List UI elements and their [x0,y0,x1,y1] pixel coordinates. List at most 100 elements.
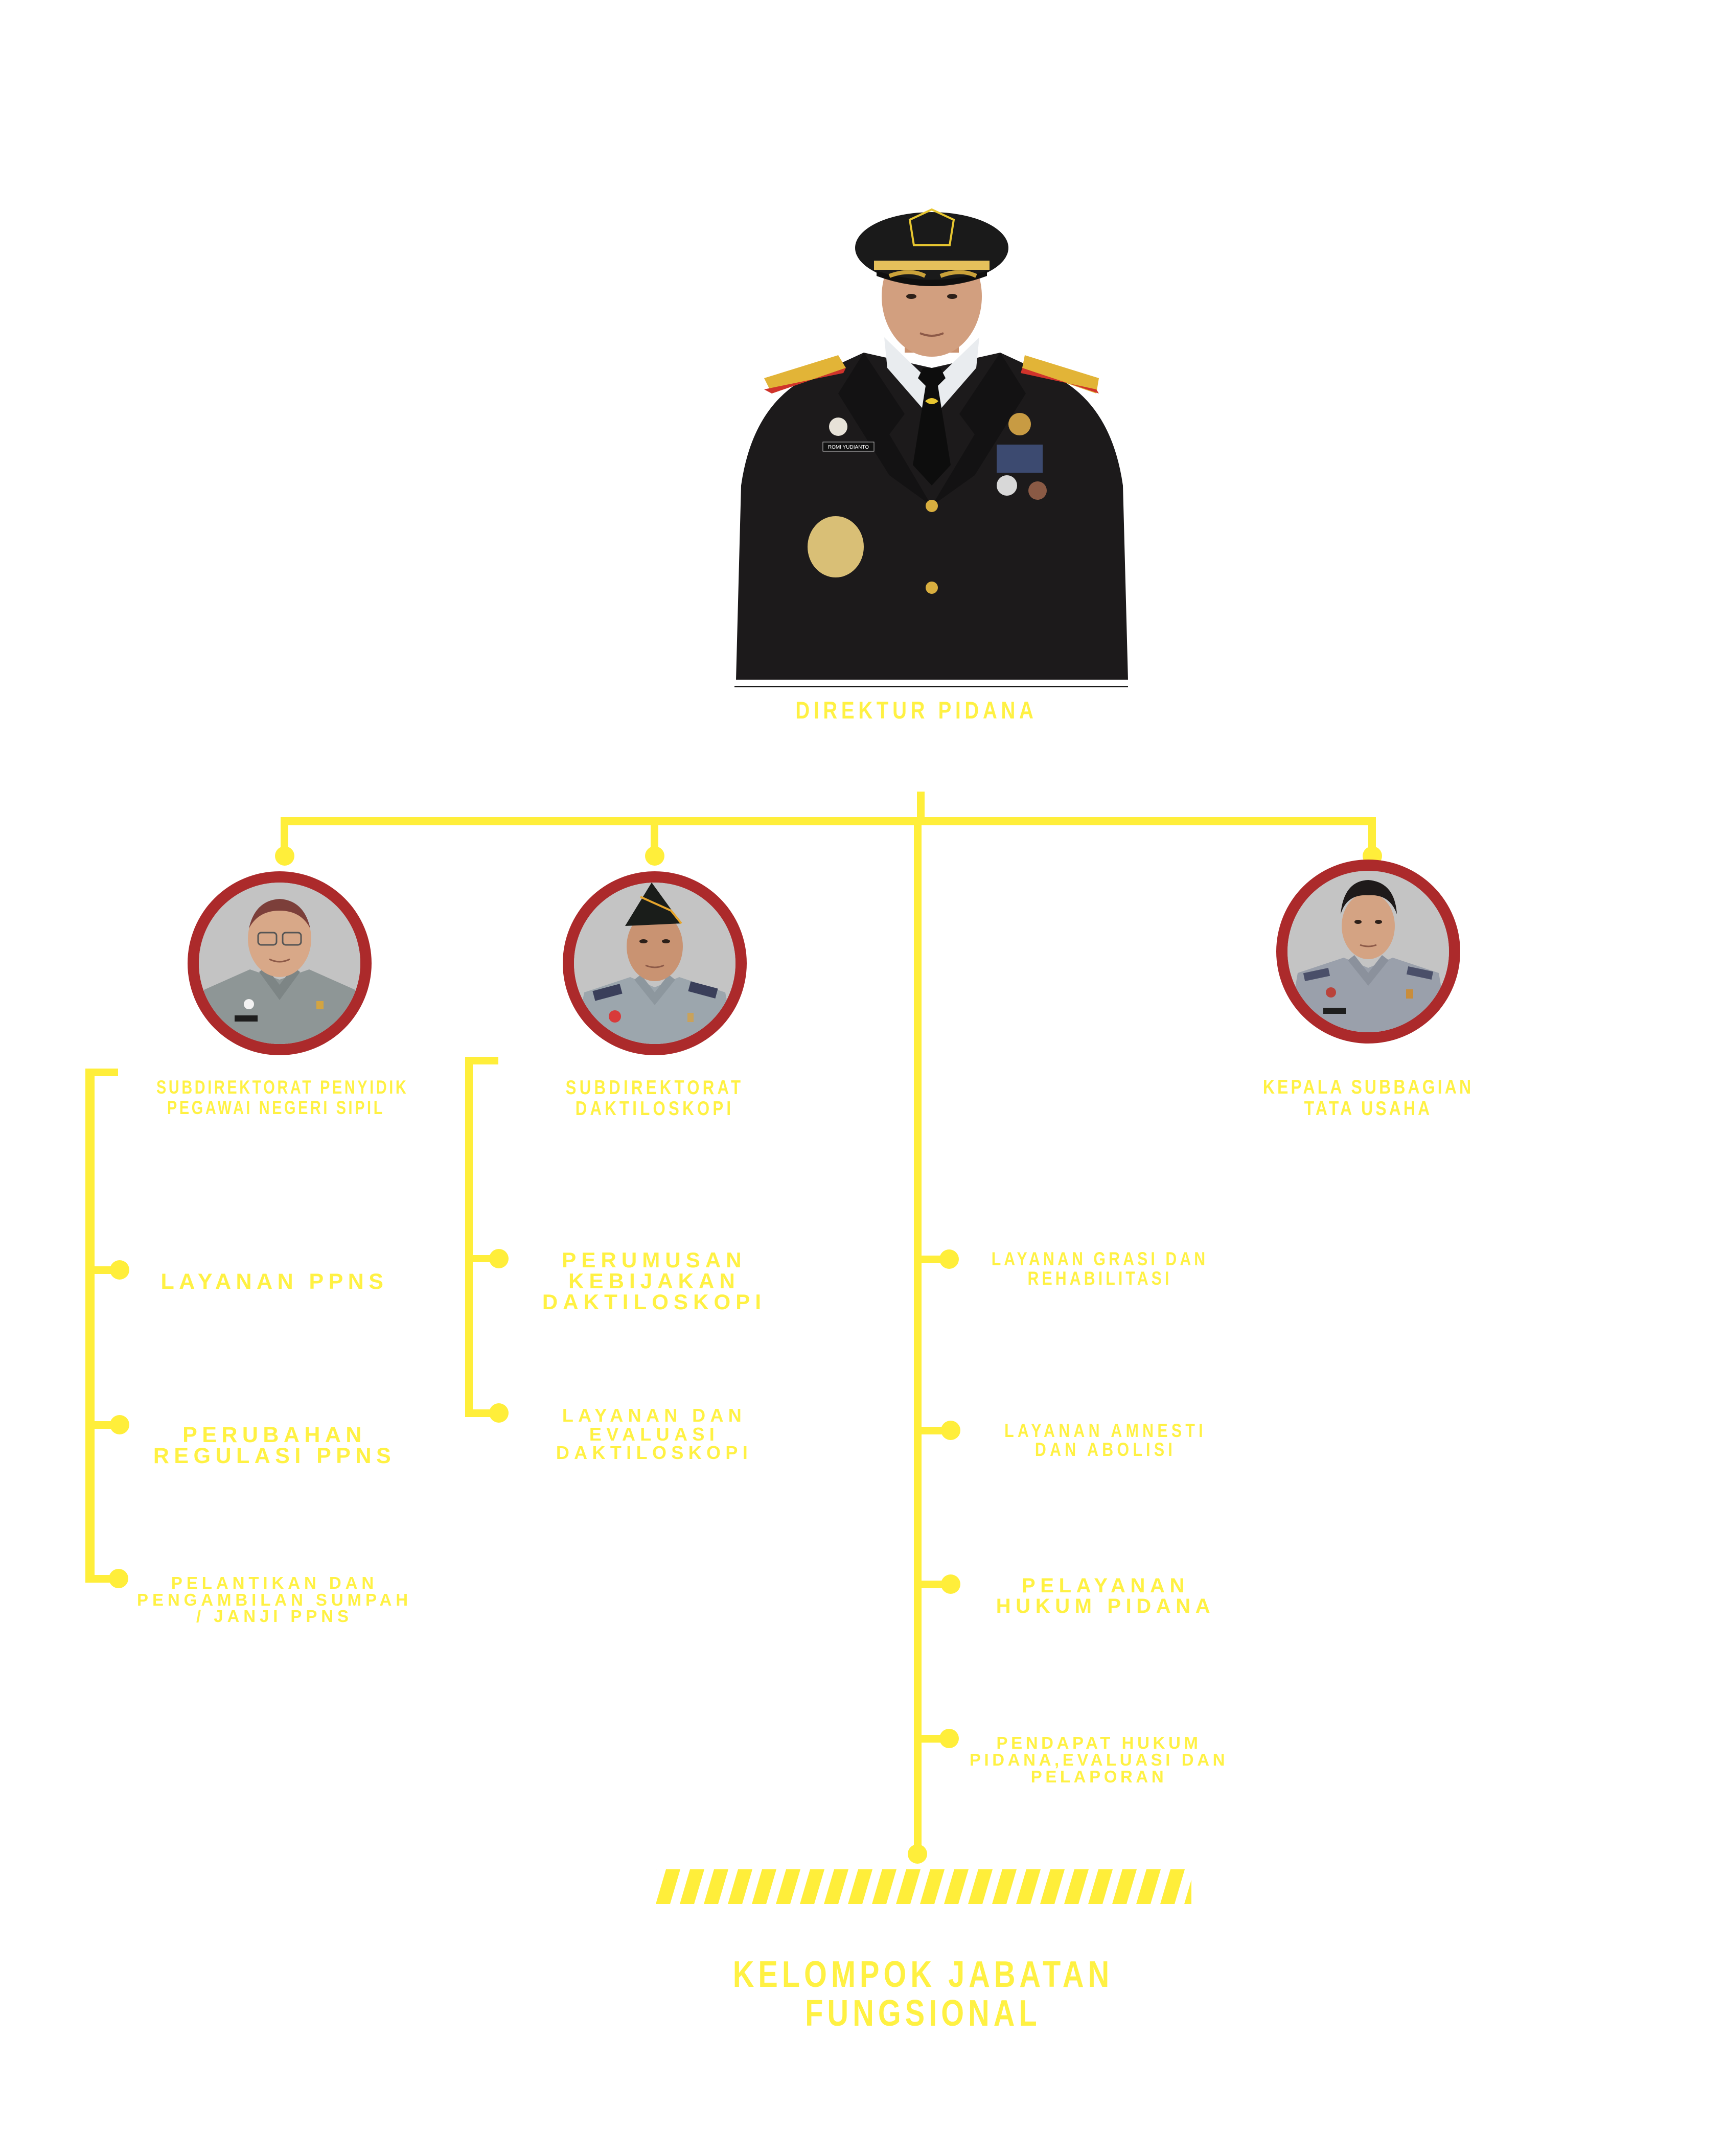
bullet-dot [110,1415,129,1434]
item-perubahan-regulasi-ppns: PERUBAHAN REGULASI PPNS [147,1423,402,1468]
hazard-stripe [872,1869,896,1904]
portrait-daktiloskopi [563,871,747,1055]
hazard-stripe [1136,1869,1161,1904]
hazard-stripe [1112,1869,1137,1904]
item-line: REHABILITASI [1027,1268,1172,1289]
hazard-stripe [776,1869,800,1904]
unit-title-line: SUBDIREKTORAT [565,1077,744,1099]
hazard-stripes-bar [656,1869,1191,1904]
hazard-stripe [824,1869,848,1904]
bracket-daktiloskopi-top [465,1057,498,1064]
unit-title-line: KEPALA SUBBAGIAN [1262,1076,1474,1098]
unit-title-line: DAKTILOSKOPI [575,1098,734,1120]
person-daktiloskopi-illustration [574,883,735,1044]
hazard-stripe [800,1869,824,1904]
hazard-stripe [680,1869,704,1904]
director-title-text: DIREKTUR PIDANA [795,697,1038,724]
item-pelantikan-sumpah-ppns: PELANTIKAN DAN PENGAMBILAN SUMPAH / JANJ… [121,1573,428,1626]
item-layanan-amnesti-abolisi: LAYANAN AMNESTI DAN ABOLISI [952,1421,1259,1459]
director-photo: ROMI YUDIANTO [736,199,1128,680]
connector-dot-daktiloskopi [645,846,664,866]
item-line: LAYANAN GRASI DAN [991,1248,1209,1269]
connector-dot-ppns [275,846,294,866]
item-line: LAYANAN DAN [562,1405,747,1426]
item-line: HUKUM PIDANA [996,1594,1215,1617]
hazard-stripe [1088,1869,1113,1904]
item-layanan-evaluasi-daktiloskopi: LAYANAN DAN EVALUASI DAKTILOSKOPI [526,1406,782,1463]
portrait-ppns [188,871,372,1055]
director-title: DIREKTUR PIDANA [738,696,1095,724]
bullet-dot [939,1729,959,1748]
hazard-stripe [752,1869,776,1904]
hazard-stripe [896,1869,921,1904]
unit-title-tata-usaha: KEPALA SUBBAGIAN TATA USAHA [1215,1077,1522,1120]
trunk-tick-2 [917,1427,946,1434]
hazard-stripe [944,1869,969,1904]
main-trunk-stub [917,792,925,822]
trunk-tick-1 [917,1256,943,1263]
portrait-tata-usaha [1276,860,1460,1044]
bullet-dot [489,1249,509,1268]
hazard-stripe [1016,1869,1041,1904]
functional-group-line: FUNGSIONAL [805,1993,1041,2034]
trunk-tick-4 [917,1735,946,1743]
hazard-stripe [1064,1869,1089,1904]
director-divider [734,686,1128,687]
item-pendapat-hukum-evaluasi-pelaporan: PENDAPAT HUKUM PIDANA,EVALUASI DAN PELAP… [946,1734,1252,1785]
unit-title-ppns: SUBDIREKTORAT PENYIDIK PEGAWAI NEGERI SI… [123,1077,429,1118]
bullet-dot [110,1260,129,1280]
item-line: DAKTILOSKOPI [542,1290,767,1314]
bracket-ppns-tick-3 [85,1575,116,1583]
hazard-stripe [704,1869,728,1904]
item-layanan-ppns: LAYANAN PPNS [147,1270,402,1293]
item-line: REGULASI PPNS [153,1444,396,1468]
bracket-ppns-tick-1 [85,1266,116,1274]
item-line: PERUMUSAN [562,1248,747,1272]
hazard-stripe [848,1869,872,1904]
hazard-stripe [992,1869,1017,1904]
bullet-dot [939,1249,959,1269]
hazard-stripe [920,1869,945,1904]
item-line: / JANJI PPNS [196,1607,353,1626]
bullet-dot [941,1574,960,1594]
unit-title-line: TATA USAHA [1304,1098,1433,1120]
horizontal-connector [281,817,1376,825]
name-tag-text: ROMI YUDIANTO [828,445,869,450]
item-line: DAN ABOLISI [1034,1439,1177,1460]
bullet-dot [109,1569,128,1588]
unit-title-line: SUBDIREKTORAT PENYIDIK [156,1077,409,1098]
item-line: PELAPORAN [1030,1767,1167,1786]
bracket-ppns-vertical [85,1069,95,1583]
item-line: LAYANAN PPNS [160,1269,388,1294]
functional-group-title: KELOMPOK JABATAN FUNGSIONAL [668,1955,1179,2033]
item-line: PELANTIKAN DAN [171,1573,378,1592]
hazard-stripe [1040,1869,1065,1904]
director-portrait-illustration: ROMI YUDIANTO [736,208,1128,680]
bullet-dot [489,1403,509,1423]
hazard-stripe [1160,1869,1185,1904]
bracket-daktiloskopi-tick-1 [465,1255,496,1262]
bullet-dot [941,1421,960,1440]
unit-title-daktiloskopi: SUBDIREKTORAT DAKTILOSKOPI [501,1077,808,1119]
item-line: EVALUASI [589,1423,720,1445]
item-line: PIDANA,EVALUASI DAN [969,1750,1229,1769]
hazard-stripe [968,1869,993,1904]
functional-group-line: KELOMPOK JABATAN [732,1954,1114,1995]
bracket-ppns-top [85,1069,118,1076]
item-line: PERUBAHAN [182,1423,366,1447]
trunk-tick-3 [917,1581,946,1588]
item-line: PENGAMBILAN SUMPAH [137,1590,412,1609]
item-perumusan-kebijakan-daktiloskopi: PERUMUSAN KEBIJAKAN DAKTILOSKOPI [526,1248,782,1314]
hazard-stripe [1184,1880,1191,1904]
person-ppns-illustration [199,883,360,1044]
item-line: PELAYANAN [1022,1574,1189,1597]
item-line: DAKTILOSKOPI [556,1442,753,1463]
item-line: KEBIJAKAN [568,1269,740,1293]
item-layanan-grasi-rehabilitasi: LAYANAN GRASI DAN REHABILITASI [947,1249,1253,1288]
person-tata-usaha-illustration [1287,871,1449,1032]
item-pelayanan-hukum-pidana: PELAYANAN HUKUM PIDANA [952,1574,1259,1617]
bracket-daktiloskopi-vertical [465,1057,473,1417]
unit-title-line: PEGAWAI NEGERI SIPIL [167,1097,385,1118]
hazard-stripe [728,1869,752,1904]
hazard-stripe [656,1869,680,1904]
